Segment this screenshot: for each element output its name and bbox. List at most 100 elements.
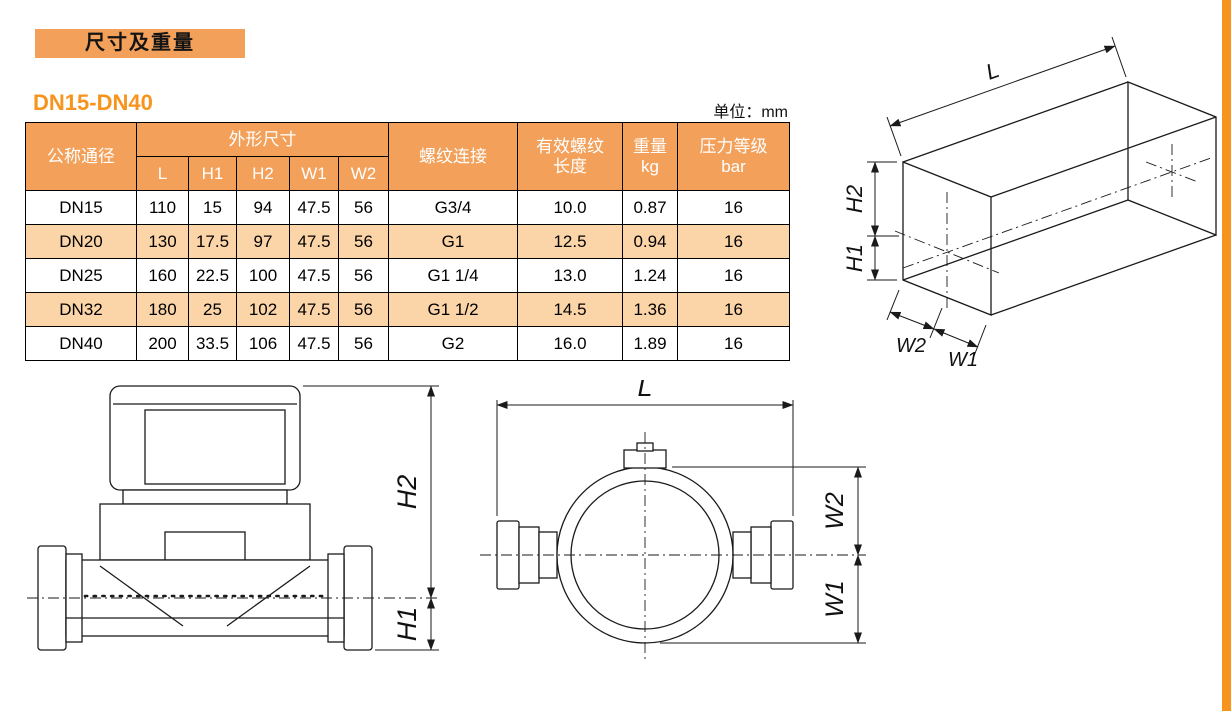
dim-label-w2: W2 <box>896 335 926 357</box>
table-cell: DN25 <box>25 258 137 293</box>
unit-label: 单位：mm <box>713 104 788 121</box>
dim-label-w1: W1 <box>948 349 978 370</box>
table-cell: 25 <box>188 292 237 327</box>
side-dimensions <box>496 400 866 644</box>
table-cell: 200 <box>136 326 189 361</box>
table-cell: 16.0 <box>517 326 624 361</box>
table-cell: 16 <box>677 292 791 327</box>
side-centerlines <box>480 432 866 663</box>
table-cell: 22.5 <box>188 258 237 293</box>
table-cell: 1.89 <box>622 326 679 361</box>
table-cell: DN32 <box>25 292 137 327</box>
table-cell: 56 <box>337 326 390 361</box>
table-cell: 16 <box>677 224 791 259</box>
dim-label-h2: H2 <box>845 185 867 213</box>
table-cell: 33.5 <box>188 326 237 361</box>
header-line: 有效螺纹 <box>536 137 605 157</box>
table-cell: 56 <box>337 258 390 293</box>
dim-label-l: L <box>983 57 1003 85</box>
table-cell: 16 <box>677 190 791 225</box>
col-header-dims-group: 外形尺寸 <box>135 122 390 157</box>
table-cell: 12.5 <box>517 224 624 259</box>
table-cell: G1 1/2 <box>388 292 519 327</box>
table-cell: 102 <box>236 292 290 327</box>
meter-front-view: H2 H1 <box>27 385 439 651</box>
col-header-w2: W2 <box>337 156 390 191</box>
table-cell: 47.5 <box>289 258 339 293</box>
meter-side-view: L W2 W1 <box>480 380 866 663</box>
table-cell: 100 <box>236 258 290 293</box>
display-screen <box>144 409 286 485</box>
table-cell: 47.5 <box>289 326 339 361</box>
col-header-l: L <box>136 156 189 191</box>
table-cell: 160 <box>136 258 189 293</box>
table-cell: 16 <box>677 258 791 293</box>
table-cell: 13.0 <box>517 258 624 293</box>
col-header-pressure: 压力等级 bar <box>677 122 791 191</box>
table-cell: 47.5 <box>289 190 339 225</box>
col-header-thread: 螺纹连接 <box>388 122 519 191</box>
table-cell: 0.94 <box>622 224 679 259</box>
table-cell: 56 <box>337 190 390 225</box>
table-cell: 17.5 <box>188 224 237 259</box>
col-header-h2: H2 <box>236 156 290 191</box>
table-cell: DN40 <box>25 326 137 361</box>
dim-label-h1: H1 <box>845 244 867 272</box>
col-header-thread-length: 有效螺纹 长度 <box>517 122 624 191</box>
header-line: 长度 <box>553 156 588 176</box>
dim-label-h2: H2 <box>392 475 422 510</box>
dim-label-w2: W2 <box>821 492 849 530</box>
table-cell: 16 <box>677 326 791 361</box>
table-cell: 94 <box>236 190 290 225</box>
table-cell: 180 <box>136 292 189 327</box>
table-cell: G3/4 <box>388 190 519 225</box>
col-header-w1: W1 <box>289 156 339 191</box>
table-cell: 56 <box>337 292 390 327</box>
page-edge-accent <box>1222 0 1231 711</box>
table-cell: DN15 <box>25 190 137 225</box>
header-line: bar <box>721 156 746 176</box>
header-line: 重量 <box>633 137 668 157</box>
header-line: kg <box>641 156 659 176</box>
table-cell: 56 <box>337 224 390 259</box>
table-cell: G1 1/4 <box>388 258 519 293</box>
table-cell: 0.87 <box>622 190 679 225</box>
spec-table: 公称通径 外形尺寸 螺纹连接 有效螺纹 长度 重量 kg 压力等级 bar L <box>25 122 791 361</box>
table-cell: G2 <box>388 326 519 361</box>
meter-front-outline <box>37 385 373 651</box>
table-cell: 15 <box>188 190 237 225</box>
front-dimensions <box>303 385 439 651</box>
table-cell: 97 <box>236 224 290 259</box>
col-header-h1: H1 <box>188 156 237 191</box>
header-row-2: L H1 H2 W1 W2 <box>26 156 790 191</box>
col-header-nominal: 公称通径 <box>25 122 137 191</box>
dim-label-h1: H1 <box>392 607 422 642</box>
iso-box-wireframe <box>902 81 1217 316</box>
dim-label-l: L <box>637 380 652 402</box>
table-cell: DN20 <box>25 224 137 259</box>
table-cell: 47.5 <box>289 292 339 327</box>
table-cell: 14.5 <box>517 292 624 327</box>
dim-label-w1: W1 <box>821 580 849 618</box>
spec-table-header: 公称通径 外形尺寸 螺纹连接 有效螺纹 长度 重量 kg 压力等级 bar L <box>25 122 791 191</box>
table-cell: G1 <box>388 224 519 259</box>
table-cell: 106 <box>236 326 290 361</box>
table-cell: 130 <box>136 224 189 259</box>
table-cell: 1.24 <box>622 258 679 293</box>
header-row-1: 公称通径 外形尺寸 螺纹连接 有效螺纹 长度 重量 kg 压力等级 bar <box>25 122 791 191</box>
table-cell: 10.0 <box>517 190 624 225</box>
iso-dimensions <box>867 36 1127 357</box>
table-cell: 110 <box>136 190 189 225</box>
iso-drawing: L H2 H1 W2 W1 <box>845 36 1217 370</box>
table-cell: 47.5 <box>289 224 339 259</box>
iso-centerlines <box>894 144 1212 312</box>
header-line: 压力等级 <box>699 137 768 157</box>
range-title: DN15-DN40 <box>33 90 153 115</box>
table-cell: 1.36 <box>622 292 679 327</box>
